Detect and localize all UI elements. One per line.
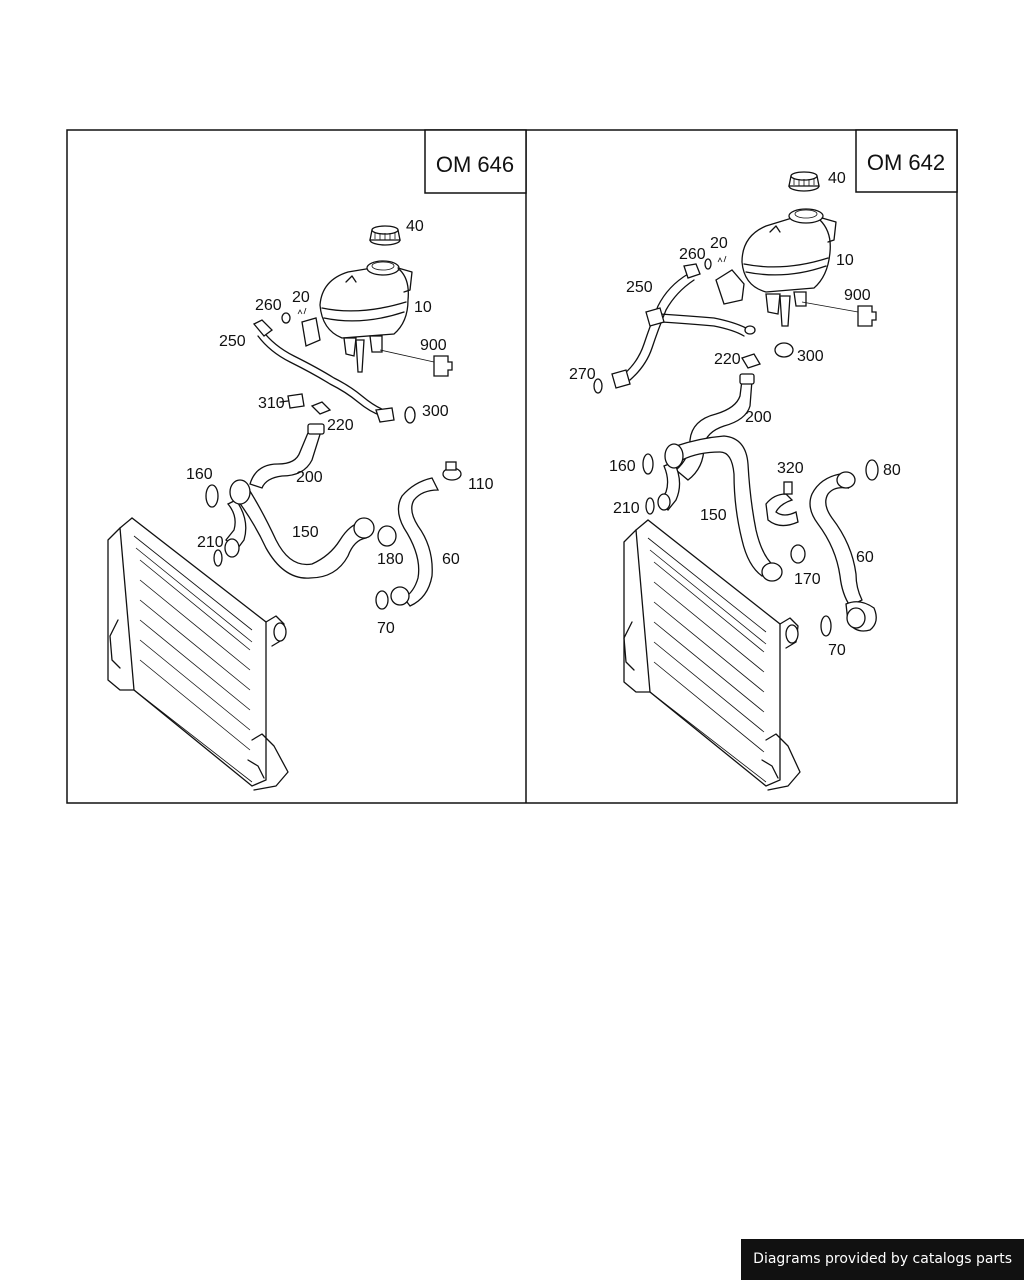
label-260: 260	[255, 297, 282, 314]
label-300: 300	[422, 403, 449, 420]
label-60: 60	[856, 549, 874, 566]
label-20: 20	[710, 235, 728, 252]
label-900: 900	[420, 337, 447, 354]
label-310: 310	[258, 395, 285, 412]
part-ring-160	[642, 453, 654, 475]
part-hose-60	[390, 477, 440, 607]
part-hose-150	[224, 479, 375, 579]
label-320: 320	[777, 460, 804, 477]
label-200: 200	[296, 469, 323, 486]
part-radiator	[107, 517, 289, 791]
part-clamp-180	[377, 525, 397, 547]
part-hose-250	[611, 255, 756, 389]
part-expansion-tank	[301, 260, 413, 373]
part-expansion-tank	[715, 208, 837, 327]
label-160: 160	[609, 458, 636, 475]
label-250: 250	[626, 279, 653, 296]
label-210: 210	[613, 500, 640, 517]
label-60: 60	[442, 551, 460, 568]
label-260: 260	[679, 246, 706, 263]
label-220: 220	[327, 417, 354, 434]
label-160: 160	[186, 466, 213, 483]
engine-title: OM 646	[436, 152, 514, 177]
part-ring-70	[820, 615, 832, 637]
part-bolt	[279, 393, 305, 409]
part-hose-250	[252, 307, 395, 423]
part-ring-300	[404, 406, 416, 424]
label-110: 110	[468, 476, 494, 493]
part-ring-300	[774, 342, 794, 358]
label-70: 70	[377, 620, 395, 637]
label-20: 20	[292, 289, 310, 306]
label-150: 150	[292, 524, 319, 541]
label-10: 10	[414, 299, 432, 316]
label-170: 170	[794, 571, 821, 588]
part-clip-220	[310, 401, 332, 415]
part-bracket-320	[765, 481, 799, 527]
panel-om646: OM 646	[107, 129, 527, 791]
engine-title-box	[855, 129, 958, 193]
label-40: 40	[406, 218, 424, 235]
part-ring-170	[790, 544, 806, 564]
engine-title: OM 642	[867, 150, 945, 175]
part-hose-60	[809, 471, 877, 632]
label-200: 200	[745, 409, 772, 426]
label-80: 80	[883, 462, 901, 479]
part-cap	[369, 225, 401, 246]
label-40: 40	[828, 170, 846, 187]
part-cap	[788, 171, 820, 192]
label-70: 70	[828, 642, 846, 659]
footer-credit: Diagrams provided by catalogs parts	[741, 1239, 1024, 1280]
label-270: 270	[569, 366, 596, 383]
part-sensor	[379, 349, 453, 377]
part-ring-210	[213, 549, 223, 567]
part-ring-80	[865, 459, 879, 481]
label-250: 250	[219, 333, 246, 350]
part-ring-210	[645, 497, 655, 515]
part-hose-150	[657, 435, 783, 582]
part-sensor	[801, 301, 877, 327]
label-220: 220	[714, 351, 741, 368]
label-210: 210	[197, 534, 224, 551]
label-10: 10	[836, 252, 854, 269]
label-900: 900	[844, 287, 871, 304]
engine-title-box	[424, 129, 527, 194]
panel-om642: OM 642	[569, 129, 958, 791]
label-150: 150	[700, 507, 727, 524]
part-clip-220	[741, 353, 761, 369]
part-ring-70	[375, 590, 389, 610]
part-clamp-110	[442, 461, 462, 481]
label-180: 180	[377, 551, 404, 568]
part-ring-160	[205, 484, 219, 508]
label-300: 300	[797, 348, 824, 365]
part-hose-200	[249, 423, 325, 489]
part-radiator	[623, 519, 801, 791]
part-ring-270	[593, 378, 603, 394]
